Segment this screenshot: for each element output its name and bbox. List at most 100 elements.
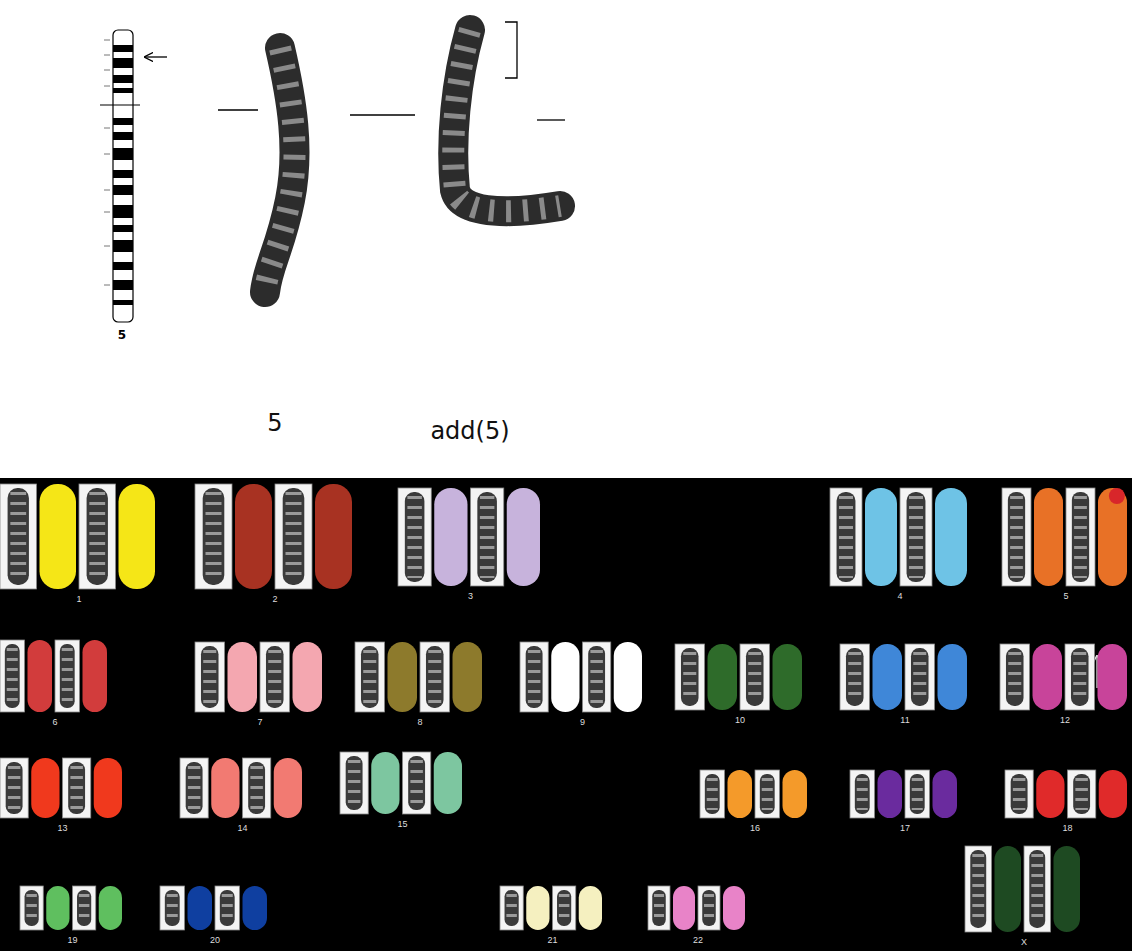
band-ticks bbox=[104, 40, 110, 285]
chromosome-image bbox=[905, 644, 935, 710]
paint-signal bbox=[274, 758, 302, 818]
chromosome-bands bbox=[707, 778, 718, 810]
chromosome bbox=[87, 488, 108, 585]
paint-signal bbox=[783, 770, 808, 818]
paint-signal bbox=[46, 886, 69, 930]
paint-signal bbox=[434, 488, 467, 586]
chromosome bbox=[6, 762, 23, 814]
chromosome-number: 14 bbox=[237, 824, 247, 834]
chromosome-number: 4 bbox=[897, 592, 902, 602]
chromosome-image bbox=[520, 642, 548, 712]
chromosome bbox=[557, 890, 571, 926]
chromosome-number: X bbox=[1021, 938, 1027, 948]
chromosome-bands bbox=[1013, 778, 1026, 810]
chromosome bbox=[1029, 850, 1045, 928]
chromosome-pair bbox=[1002, 488, 1127, 586]
chromosome bbox=[910, 774, 925, 814]
chromosome-bands bbox=[89, 492, 105, 581]
chromosome-pair bbox=[355, 642, 482, 712]
paint-signal bbox=[995, 846, 1022, 932]
chromosome-pair bbox=[398, 488, 540, 586]
paint-signal bbox=[1099, 770, 1127, 818]
chromosome-bands bbox=[839, 496, 853, 578]
chromosome-bands bbox=[167, 894, 178, 922]
chromosome-image bbox=[553, 886, 576, 930]
chromosome bbox=[846, 648, 864, 706]
paint-signal bbox=[119, 484, 156, 589]
chromosome-bands bbox=[79, 894, 90, 922]
paint-signal bbox=[938, 644, 968, 710]
chromosome-bands bbox=[70, 766, 83, 810]
chromosome-bands bbox=[26, 894, 37, 922]
chromosome-pair bbox=[840, 644, 967, 710]
chromosome bbox=[60, 644, 75, 708]
chromosome-bands bbox=[748, 652, 761, 702]
chromosome-bands bbox=[480, 496, 495, 578]
chromosome-image bbox=[260, 642, 290, 712]
chromosome bbox=[266, 646, 284, 708]
chromosome-pair bbox=[340, 752, 462, 814]
chromosome bbox=[203, 488, 225, 585]
chromosome-image bbox=[0, 640, 25, 712]
paint-signal bbox=[1098, 644, 1128, 710]
chromosome bbox=[477, 492, 497, 582]
paint-signal bbox=[673, 886, 695, 930]
chromosome bbox=[25, 890, 39, 926]
chromosome-image bbox=[63, 758, 91, 818]
paint-signal bbox=[243, 886, 268, 930]
chromosome-bands bbox=[407, 496, 422, 578]
chromosome bbox=[702, 890, 716, 926]
chromosome-bands bbox=[559, 894, 570, 922]
paint-signal bbox=[1034, 488, 1063, 586]
paint-signal bbox=[728, 770, 753, 818]
chromosome-bands bbox=[348, 760, 361, 806]
chromosome bbox=[652, 890, 666, 926]
chromosome-image bbox=[740, 644, 770, 710]
chromosome-number: 21 bbox=[547, 936, 557, 946]
paint-signal bbox=[933, 770, 958, 818]
chromosome-bands bbox=[363, 650, 376, 704]
chromosome-bands bbox=[8, 766, 21, 810]
paint-signal bbox=[526, 886, 549, 930]
chromosome-bands bbox=[428, 650, 441, 704]
chromosome-number: 8 bbox=[417, 718, 422, 728]
chromosome-image bbox=[420, 642, 450, 712]
chromosome-image bbox=[755, 770, 780, 818]
chromosome-bands bbox=[683, 652, 696, 702]
chromosome-bands bbox=[848, 652, 861, 702]
chromosome-number: 13 bbox=[57, 824, 67, 834]
chromosome-image bbox=[275, 484, 312, 589]
chromosome-number: 6 bbox=[52, 718, 57, 728]
chromosome-number: 15 bbox=[397, 820, 407, 830]
chromosome-image bbox=[55, 640, 80, 712]
paint-signal bbox=[211, 758, 239, 818]
chromosome bbox=[405, 492, 425, 582]
chromosome bbox=[588, 646, 605, 708]
chromosome-bands bbox=[1008, 652, 1021, 702]
chromosome-image bbox=[20, 886, 43, 930]
chromosome-number: 2 bbox=[272, 595, 277, 605]
chromosome-image bbox=[1002, 488, 1031, 586]
chromosome bbox=[1073, 774, 1090, 814]
chromosome-number: 11 bbox=[900, 716, 909, 726]
chromosome-bands bbox=[250, 766, 263, 810]
chromosome bbox=[283, 488, 305, 585]
added-signal bbox=[1109, 488, 1125, 504]
chromosome-image bbox=[965, 846, 992, 932]
chromosome-bands bbox=[410, 760, 423, 806]
chromosome bbox=[8, 488, 29, 585]
paint-signal bbox=[434, 752, 462, 814]
chromosome-bands bbox=[909, 496, 923, 578]
chromosome-pair bbox=[675, 644, 802, 710]
chromosome-image bbox=[1005, 770, 1033, 818]
chromosome-number: 12 bbox=[1060, 716, 1070, 726]
paint-signal bbox=[228, 642, 258, 712]
paint-signal bbox=[235, 484, 272, 589]
chromosome-number: 10 bbox=[735, 716, 745, 726]
chromosome-pair bbox=[20, 886, 122, 930]
chromosome-image bbox=[850, 770, 875, 818]
paint-signal bbox=[723, 886, 745, 930]
chromosome-bands bbox=[286, 492, 302, 581]
chromosome-image bbox=[398, 488, 431, 586]
